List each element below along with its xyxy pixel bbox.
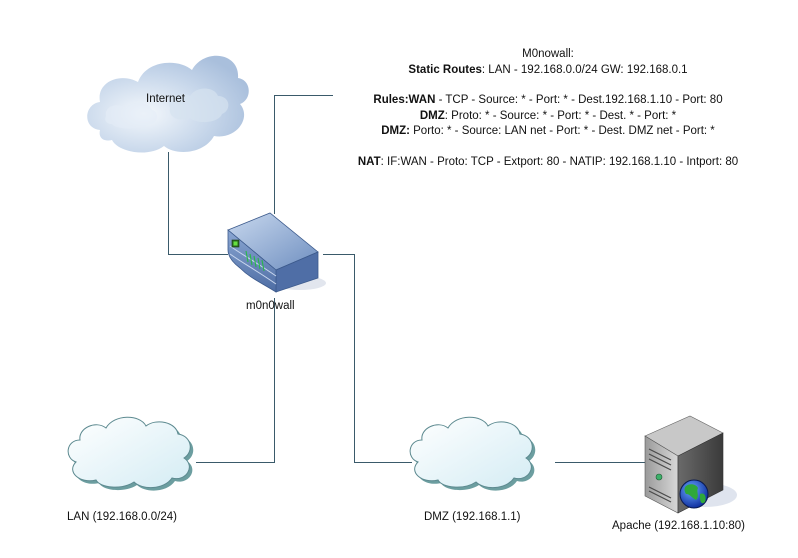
firewall-icon: [227, 212, 326, 293]
firewall-config-notes: M0nowall: Static Routes: LAN - 192.168.0…: [328, 47, 768, 170]
notes-static-routes: Static Routes: LAN - 192.168.0.0/24 GW: …: [408, 63, 688, 76]
dmz-label: DMZ (192.168.1.1): [424, 511, 521, 523]
notes-title: M0nowall:: [522, 48, 574, 60]
link-firewall-lan: [196, 298, 275, 463]
notes-rule-dmz-2: DMZ: Porto: * - Source: LAN net - Port: …: [381, 125, 715, 137]
notes-nat: NAT: IF:WAN - Proto: TCP - Extport: 80 -…: [357, 155, 739, 168]
lan-cloud-icon: [67, 416, 194, 491]
link-internet-firewall: [168, 152, 228, 255]
internet-cloud-icon: [87, 55, 249, 153]
dmz-cloud-icon: [409, 416, 536, 491]
link-notes-firewall: [274, 95, 333, 214]
firewall-label: m0n0wall: [246, 300, 295, 312]
connections: [168, 95, 646, 463]
apache-label: Apache (192.168.1.10:80): [612, 520, 745, 532]
globe-icon: [679, 479, 709, 509]
link-firewall-dmz: [323, 254, 412, 463]
internet-label: Internet: [146, 93, 185, 105]
notes-rule-dmz-1: DMZ: Proto: * - Source: * - Port: * - De…: [419, 109, 677, 122]
notes-rule-wan: Rules:WAN - TCP - Source: * - Port: * - …: [373, 94, 723, 106]
lan-label: LAN (192.168.0.0/24): [67, 511, 177, 523]
